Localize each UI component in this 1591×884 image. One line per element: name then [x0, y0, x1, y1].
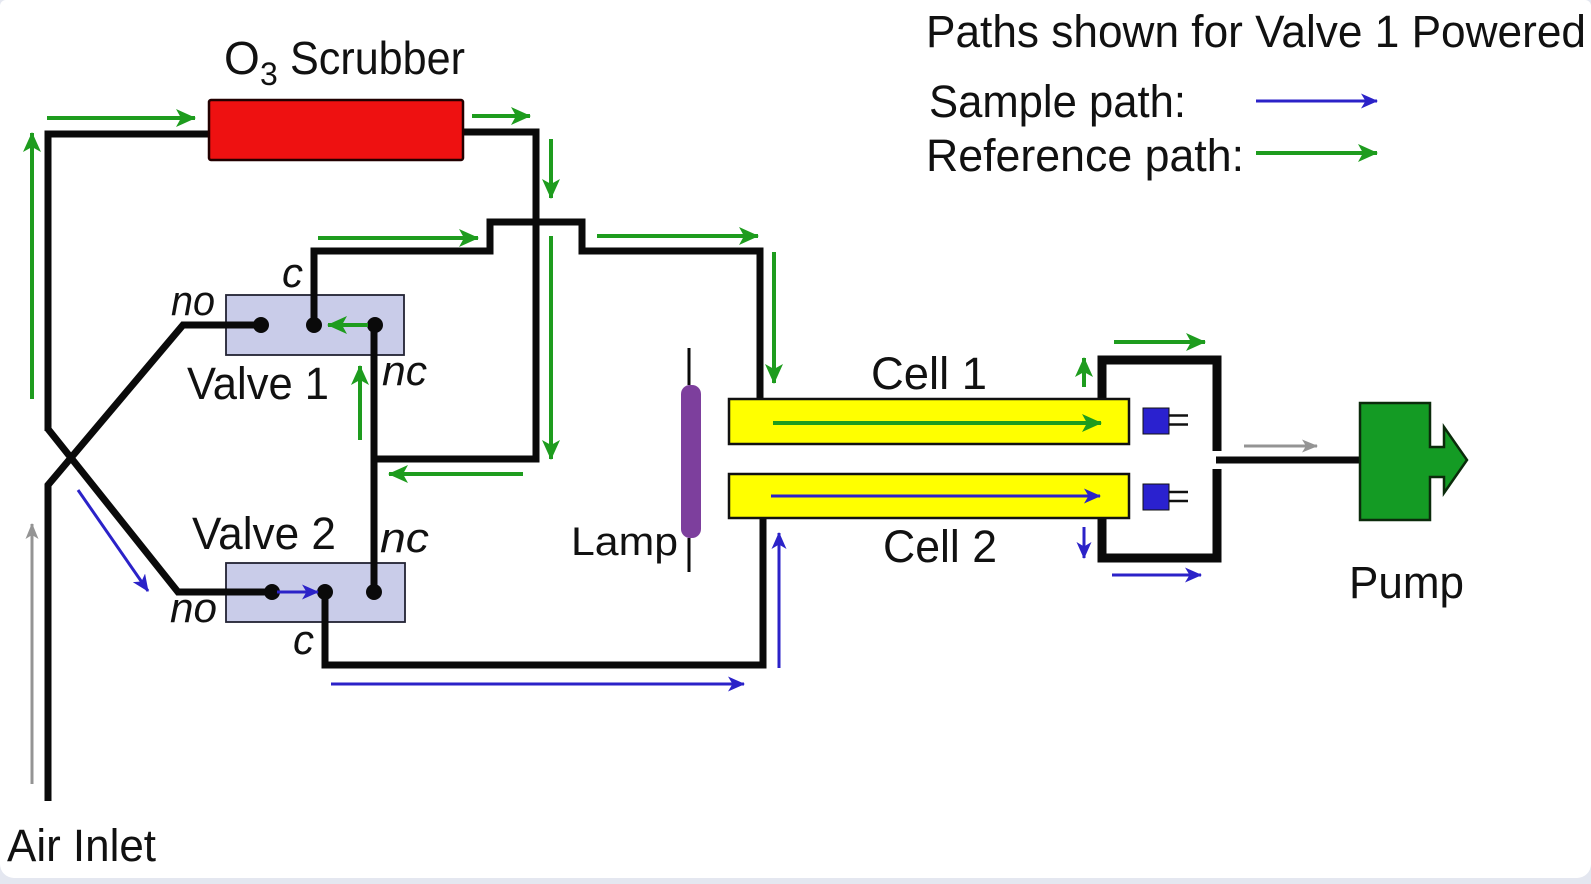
svg-text:c: c [282, 249, 303, 296]
svg-text:no: no [170, 584, 217, 631]
svg-text:Valve 2: Valve 2 [192, 508, 336, 559]
svg-text:Cell 1: Cell 1 [871, 348, 987, 399]
svg-text:3: 3 [260, 56, 278, 92]
svg-text:Reference path:: Reference path: [926, 130, 1244, 181]
svg-text:no: no [171, 277, 215, 324]
svg-text:nc: nc [380, 514, 429, 561]
svg-text:Sample path:: Sample path: [929, 76, 1186, 127]
svg-text:nc: nc [382, 347, 427, 394]
svg-text:O: O [224, 32, 260, 84]
svg-text:Cell 2: Cell 2 [883, 521, 997, 572]
svg-text:Valve 1: Valve 1 [187, 358, 329, 409]
svg-text:Air Inlet: Air Inlet [7, 820, 156, 871]
svg-text:Pump: Pump [1349, 557, 1464, 608]
svg-text:Lamp: Lamp [571, 520, 678, 564]
svg-text:c: c [293, 616, 314, 663]
svg-text:Scrubber: Scrubber [290, 32, 465, 84]
svg-text:Paths shown for Valve 1 Powere: Paths shown for Valve 1 Powered [926, 6, 1586, 57]
